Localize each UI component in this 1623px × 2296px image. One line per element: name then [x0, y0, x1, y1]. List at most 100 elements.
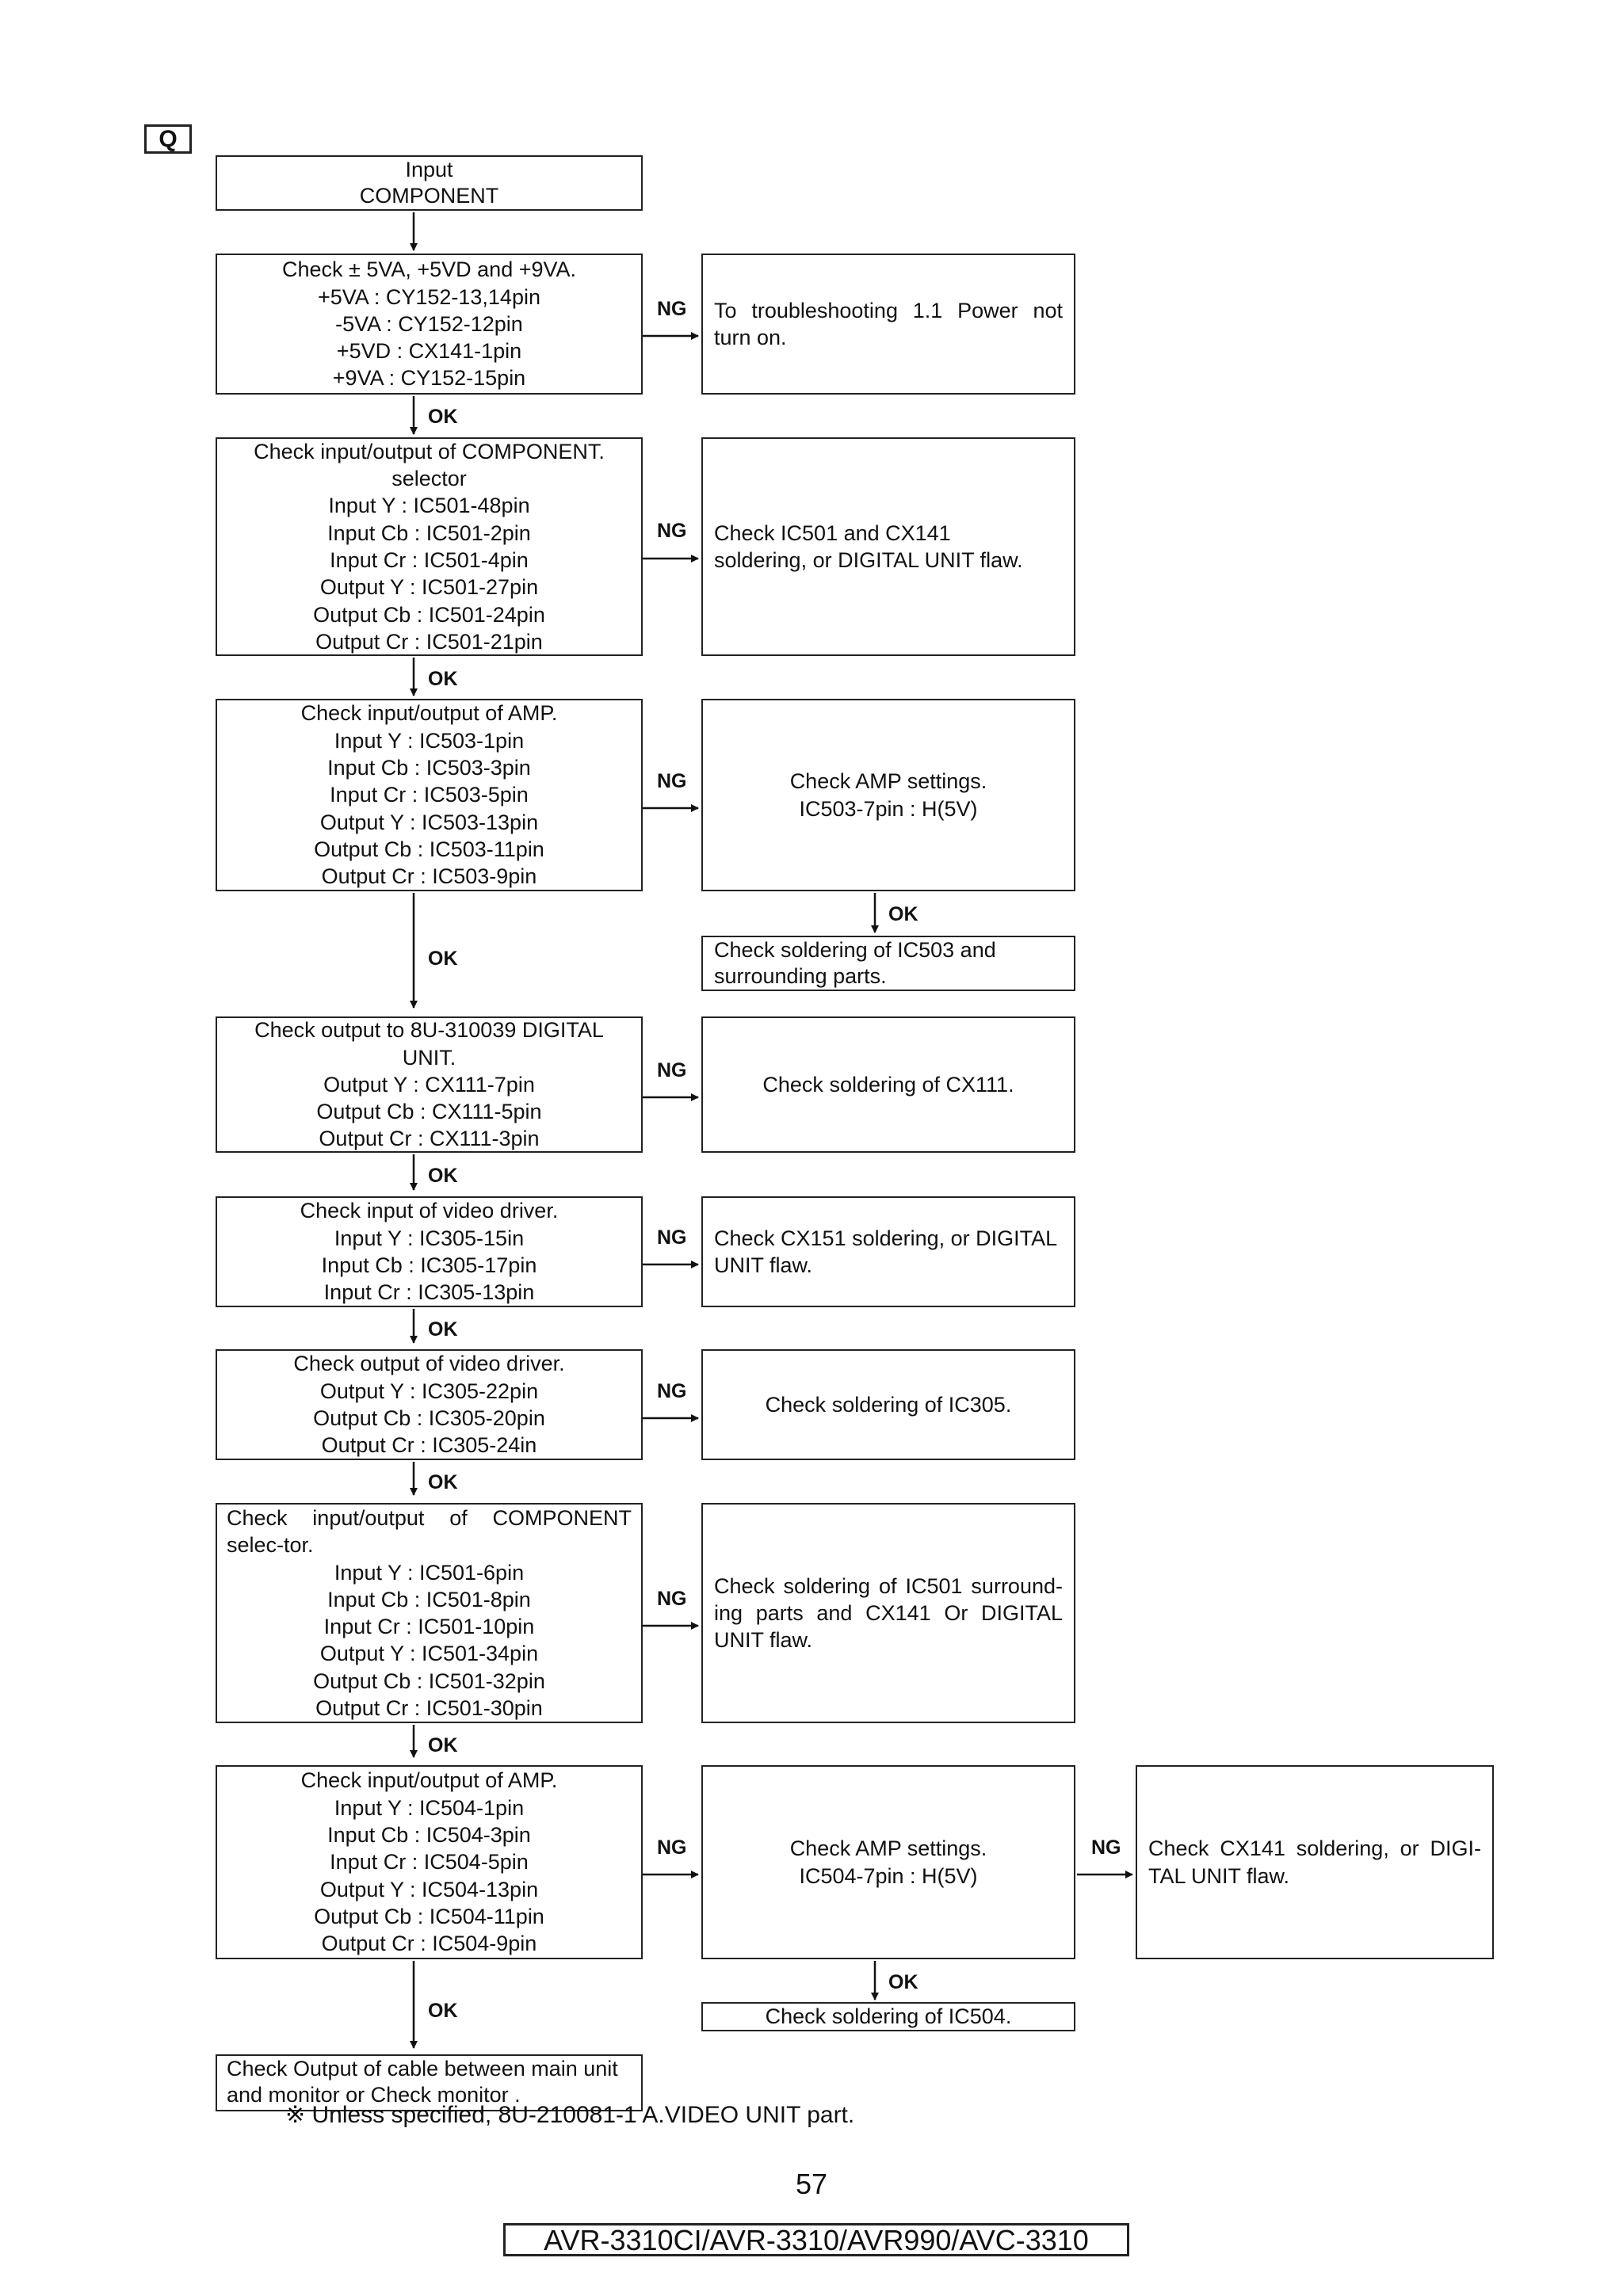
step4-ng-box: Check soldering of CX111.	[701, 1016, 1075, 1153]
step6-check-box: Check output of video driver. Output Y :…	[216, 1349, 643, 1460]
ok-label: OK	[428, 948, 458, 970]
start-line: Input	[405, 158, 453, 181]
check-head: Check input/output of COMPONENT selec-to…	[227, 1506, 632, 1558]
ng-action-text: Check CX141 soldering, or DIGI-TAL UNIT …	[1148, 1836, 1481, 1888]
check-line: Input Cr : IC501-10pin	[323, 1615, 535, 1639]
check-line: Output Y : IC501-34pin	[319, 1642, 539, 1666]
footnote: ※ Unless specified, 8U-210081-1 A.VIDEO …	[285, 2102, 855, 2128]
check-line: Output Cb : CX111-5pin	[316, 1100, 542, 1124]
step8-ng-ng-box: Check CX141 soldering, or DIGI-TAL UNIT …	[1136, 1765, 1494, 1959]
check-line: Input Cr : IC501-4pin	[330, 548, 529, 572]
check-line: Output Y : IC504-13pin	[319, 1877, 539, 1901]
check-line: Check input of video driver.	[300, 1199, 559, 1223]
check-line: Check input/output of AMP.	[300, 701, 558, 726]
step8-ok-box: Check soldering of IC504.	[701, 2002, 1075, 2031]
section-label: Q	[144, 124, 192, 154]
ng-action-line: soldering, or DIGITAL UNIT flaw.	[714, 548, 1023, 572]
step1-check-box: Check ± 5VA, +5VD and +9VA. +5VA : CY152…	[216, 254, 643, 395]
check-line: Input Cr : IC305-13pin	[323, 1280, 535, 1305]
step3-check-box: Check input/output of AMP. Input Y : IC5…	[216, 699, 643, 891]
step7-check-box: Check input/output of COMPONENT selec-to…	[216, 1503, 643, 1723]
check-line: Input Cb : IC501-8pin	[327, 1587, 531, 1611]
ok-action-text: Check soldering of IC504.	[765, 2004, 1012, 2028]
ok-label: OK	[888, 903, 918, 925]
ng-label: NG	[1091, 1836, 1121, 1859]
check-line: Output Cb : IC305-20pin	[313, 1406, 545, 1430]
end-box: Check Output of cable between main unit …	[216, 2054, 643, 2111]
ok-label: OK	[428, 2000, 458, 2022]
check-line: Output Cb : IC504-11pin	[314, 1904, 544, 1928]
step2-ng-box: Check IC501 and CX141 soldering, or DIGI…	[701, 437, 1075, 656]
ok-action-line: Check soldering of IC503 and	[714, 938, 996, 962]
check-line: Input Y : IC501-6pin	[334, 1560, 525, 1585]
step7-ng-box: Check soldering of IC501 surround-ing pa…	[701, 1503, 1075, 1723]
check-line: Input Cb : IC305-17pin	[321, 1253, 537, 1277]
step1-ng-box: To troubleshooting 1.1 Power not turn on…	[701, 254, 1075, 395]
check-line: Output Cb : IC503-11pin	[314, 837, 544, 861]
step6-ng-box: Check soldering of IC305.	[701, 1349, 1075, 1460]
check-line: +5VD : CX141-1pin	[336, 339, 522, 364]
check-line: Output Cr : IC501-21pin	[315, 629, 543, 654]
check-line: Output Y : IC305-22pin	[319, 1379, 539, 1403]
check-line: Input Cb : IC503-3pin	[327, 756, 531, 780]
check-line: Check output to 8U-310039 DIGITAL	[254, 1018, 604, 1043]
page-number: 57	[795, 2168, 828, 2200]
ok-label: OK	[428, 406, 458, 428]
step3-ng-box: Check AMP settings. IC503-7pin : H(5V)	[701, 699, 1075, 891]
check-line: +5VA : CY152-13,14pin	[318, 284, 540, 309]
ok-label: OK	[428, 1471, 458, 1493]
check-line: +9VA : CY152-15pin	[332, 366, 526, 391]
check-line: selector	[391, 467, 467, 491]
ng-action-line: IC504-7pin : H(5V)	[799, 1863, 978, 1888]
check-line: Input Y : IC503-1pin	[334, 728, 525, 753]
check-line: Input Y : IC504-1pin	[334, 1795, 525, 1820]
ng-label: NG	[657, 298, 687, 320]
check-line: -5VA : CY152-12pin	[335, 311, 523, 336]
start-box: Input COMPONENT	[216, 155, 643, 211]
ng-action-line: IC503-7pin : H(5V)	[799, 796, 978, 821]
ok-label: OK	[428, 1165, 458, 1187]
ng-label: NG	[657, 770, 687, 792]
ok-label: OK	[428, 1318, 458, 1341]
ng-action-text: Check CX151 soldering, or DIGITAL UNIT f…	[714, 1226, 1057, 1277]
check-line: Input Cb : IC504-3pin	[327, 1823, 531, 1848]
check-line: Input Y : IC305-15in	[334, 1226, 525, 1250]
step8-check-box: Check input/output of AMP. Input Y : IC5…	[216, 1765, 643, 1959]
step5-check-box: Check input of video driver. Input Y : I…	[216, 1196, 643, 1307]
ng-label: NG	[657, 1836, 687, 1859]
step5-ng-box: Check CX151 soldering, or DIGITAL UNIT f…	[701, 1196, 1075, 1307]
ng-label: NG	[657, 520, 687, 542]
ng-action-line: Check IC501 and CX141	[714, 521, 951, 545]
ng-action-text: Check soldering of IC501 surround-ing pa…	[714, 1573, 1063, 1653]
end-text: Check Output of cable between main unit …	[227, 2057, 618, 2107]
ng-action-text: Check soldering of IC305.	[765, 1392, 1012, 1417]
model-line: AVR-3310CI/AVR-3310/AVR990/AVC-3310	[503, 2223, 1129, 2256]
check-line: Output Cr : IC504-9pin	[321, 1932, 537, 1956]
check-line: Input Cr : IC504-5pin	[330, 1850, 529, 1875]
ng-label: NG	[657, 1380, 687, 1402]
ng-action-text: To troubleshooting 1.1 Power not turn on…	[714, 298, 1063, 349]
check-line: Input Y : IC501-48pin	[328, 494, 530, 518]
ng-action-line: Check AMP settings.	[789, 1836, 987, 1861]
check-line: Output Cb : IC501-24pin	[313, 602, 545, 627]
check-line: Output Cb : IC501-32pin	[313, 1669, 545, 1693]
ng-action-line: Check AMP settings.	[789, 769, 987, 794]
check-line: Input Cb : IC501-2pin	[327, 521, 531, 545]
check-line: Output Cr : IC305-24in	[321, 1433, 537, 1458]
check-line: Output Y : IC503-13pin	[319, 810, 539, 834]
step4-check-box: Check output to 8U-310039 DIGITAL UNIT. …	[216, 1016, 643, 1153]
step3-ok-box: Check soldering of IC503 and surrounding…	[701, 936, 1075, 991]
ng-label: NG	[657, 1588, 687, 1610]
check-line: Output Cr : CX111-3pin	[319, 1127, 540, 1151]
check-line: Check output of video driver.	[293, 1352, 565, 1376]
ok-label: OK	[428, 668, 458, 690]
ng-label: NG	[657, 1059, 687, 1081]
step2-check-box: Check input/output of COMPONENT. selecto…	[216, 437, 643, 656]
check-line: Check input/output of AMP.	[300, 1768, 558, 1793]
check-line: Output Cr : IC503-9pin	[321, 864, 537, 889]
check-line: Output Cr : IC501-30pin	[315, 1696, 543, 1721]
ok-label: OK	[428, 1734, 458, 1756]
check-line: Check input/output of COMPONENT.	[254, 439, 605, 463]
check-line: Output Y : CX111-7pin	[323, 1072, 535, 1097]
